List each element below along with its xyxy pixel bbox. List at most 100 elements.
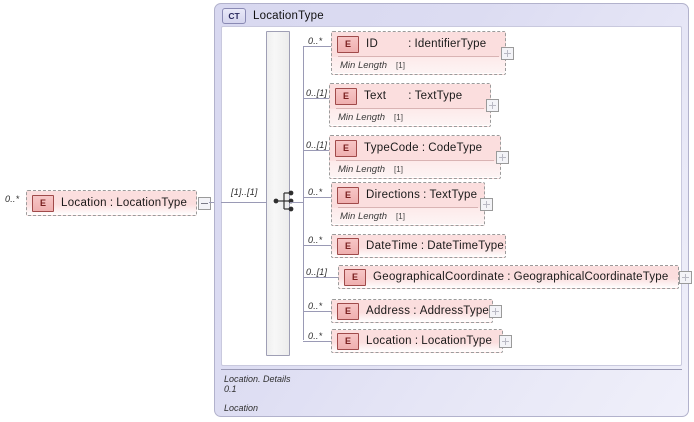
child-cardinality-address: 0..*: [308, 301, 323, 311]
child-cardinality-datetime: 0..*: [308, 235, 323, 245]
element-separator: :: [408, 38, 412, 50]
sequence-compositor-bar[interactable]: [266, 31, 290, 356]
connector-branch: [303, 150, 329, 151]
element-name: Text: [364, 90, 387, 102]
element-type: TextType: [414, 90, 463, 102]
facet-row: Min Length [1]: [330, 161, 500, 177]
element-label: GeographicalCoordinate:GeographicalCoord…: [373, 271, 668, 283]
element-separator: :: [423, 189, 427, 201]
element-box-geographicalcoordinate[interactable]: E GeographicalCoordinate:GeographicalCoo…: [338, 265, 679, 289]
plus-expander-icon[interactable]: [496, 151, 509, 164]
complextype-name: LocationType: [253, 10, 324, 22]
element-badge-icon: E: [337, 237, 359, 255]
element-separator: :: [420, 240, 425, 252]
minus-expander-icon[interactable]: [198, 197, 211, 210]
element-type: DateTimeType: [427, 240, 504, 252]
facet-row: Min Length [1]: [332, 208, 484, 224]
element-label: DateTime:DateTimeType: [366, 240, 504, 252]
element-type: GeographicalCoordinateType: [513, 271, 669, 283]
element-separator: :: [109, 197, 114, 209]
element-separator: :: [413, 305, 417, 317]
element-label: Location:LocationType: [366, 335, 492, 347]
element-separator: :: [408, 90, 412, 102]
connector-compositor-out: [290, 202, 304, 203]
connector-ct-to-compositor: [221, 202, 267, 203]
element-label: ID:IdentifierType: [366, 38, 486, 50]
facet-value: [1]: [396, 60, 405, 70]
element-name: GeographicalCoordinate: [373, 271, 505, 283]
plus-expander-icon[interactable]: [679, 271, 692, 284]
element-badge-icon: E: [337, 35, 359, 53]
connector-branch: [303, 46, 331, 47]
connector-branch: [303, 245, 331, 246]
element-box-location-root[interactable]: E Location:LocationType: [26, 190, 197, 216]
root-cardinality: 0..*: [5, 194, 20, 204]
child-cardinality-geographicalcoordinate: 0..[1]: [306, 267, 328, 277]
element-name: Directions: [366, 189, 421, 201]
element-badge-icon: E: [32, 194, 54, 212]
connector-trunk: [303, 46, 304, 340]
facet-name: Min Length: [340, 210, 388, 222]
plus-expander-icon[interactable]: [486, 99, 499, 112]
child-cardinality-directions: 0..*: [308, 187, 323, 197]
element-label: Directions:TextType: [366, 189, 477, 201]
annotation-line-3: Location: [224, 403, 259, 413]
plus-expander-icon[interactable]: [489, 305, 502, 318]
element-name: Address: [366, 305, 411, 317]
element-type: LocationType: [421, 335, 493, 347]
child-cardinality-text: 0..[1]: [306, 88, 328, 98]
element-box-id[interactable]: E ID:IdentifierType Min Length [1]: [331, 31, 506, 75]
element-separator: :: [421, 142, 426, 154]
element-box-location-child[interactable]: E Location:LocationType: [331, 329, 503, 353]
element-box-typecode[interactable]: E TypeCode:CodeType Min Length [1]: [329, 135, 501, 179]
plus-expander-icon[interactable]: [501, 47, 514, 60]
element-name: ID: [366, 38, 379, 50]
plus-expander-icon[interactable]: [480, 198, 493, 211]
element-type: IdentifierType: [414, 38, 487, 50]
element-box-directions[interactable]: E Directions:TextType Min Length [1]: [331, 182, 485, 226]
annotation-line-2: 0.1: [224, 384, 237, 394]
annotation-line-1: Location. Details: [224, 374, 291, 384]
connector-branch: [303, 277, 338, 278]
complextype-header: CT LocationType: [222, 8, 324, 24]
element-separator: :: [414, 335, 419, 347]
element-badge-icon: E: [337, 302, 359, 320]
facet-value: [1]: [394, 164, 403, 174]
facet-row: Min Length [1]: [332, 57, 505, 73]
element-box-address[interactable]: E Address:AddressType: [331, 299, 493, 323]
element-label: Location:LocationType: [61, 197, 187, 209]
element-label: TypeCode:CodeType: [364, 142, 482, 154]
element-type: TextType: [429, 189, 478, 201]
element-badge-icon: E: [337, 332, 359, 350]
connector-branch: [303, 311, 331, 312]
facet-name: Min Length: [340, 59, 388, 71]
element-name: DateTime: [366, 240, 418, 252]
connector-branch: [303, 197, 331, 198]
element-name: TypeCode: [364, 142, 419, 154]
child-cardinality-typecode: 0..[1]: [306, 140, 328, 150]
facet-separator: [338, 207, 478, 208]
element-type: LocationType: [116, 197, 188, 209]
element-box-text[interactable]: E Text:TextType Min Length [1]: [329, 83, 491, 127]
facet-row: Min Length [1]: [330, 109, 490, 125]
element-name: Location: [366, 335, 412, 347]
element-type: AddressType: [419, 305, 490, 317]
connector-branch: [303, 98, 329, 99]
element-name: Location: [61, 197, 107, 209]
element-separator: :: [507, 271, 511, 283]
facet-separator: [338, 56, 499, 57]
element-label: Address:AddressType: [366, 305, 489, 317]
element-badge-icon: E: [344, 268, 366, 286]
plus-expander-icon[interactable]: [499, 335, 512, 348]
facet-separator: [336, 108, 484, 109]
complextype-badge-icon: CT: [222, 8, 246, 24]
element-badge-icon: E: [337, 186, 359, 204]
facet-separator: [336, 160, 494, 161]
child-cardinality-id: 0..*: [308, 36, 323, 46]
element-label: Text:TextType: [364, 90, 462, 102]
facet-value: [1]: [396, 211, 405, 221]
facet-name: Min Length: [338, 163, 386, 175]
element-box-datetime[interactable]: E DateTime:DateTimeType: [331, 234, 506, 258]
annotation-separator: [221, 369, 682, 370]
